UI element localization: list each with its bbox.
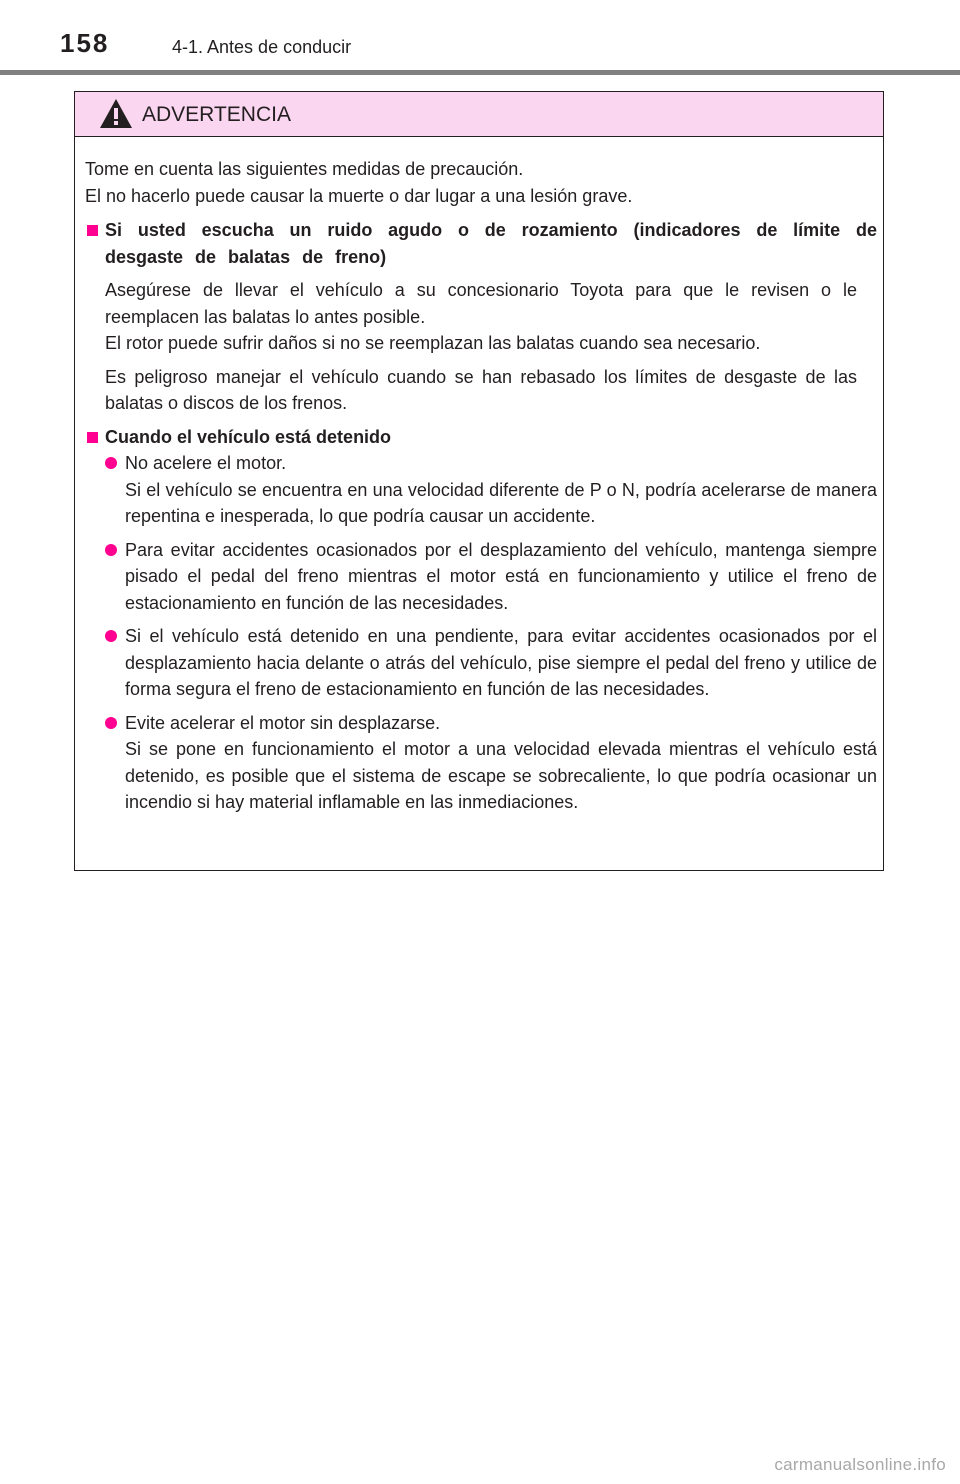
warning-header: ADVERTENCIA bbox=[75, 92, 883, 137]
warning-intro: Tome en cuenta las siguientes medidas de… bbox=[85, 156, 877, 209]
list-item: Evite acelerar el motor sin desplazarse.… bbox=[85, 710, 877, 816]
paragraph: El rotor puede sufrir daños si no se ree… bbox=[105, 333, 761, 353]
square-bullet-icon bbox=[87, 431, 98, 443]
warning-title: ADVERTENCIA bbox=[142, 103, 291, 126]
warning-body: Tome en cuenta las siguientes medidas de… bbox=[85, 156, 877, 816]
round-bullet-icon bbox=[105, 457, 117, 469]
watermark: carmanualsonline.info bbox=[774, 1455, 946, 1474]
intro-line: El no hacerlo puede causar la muerte o d… bbox=[85, 185, 633, 206]
round-bullet-icon bbox=[105, 716, 117, 729]
page-header: 158 4-1. Antes de conducir bbox=[0, 0, 960, 76]
warning-triangle-icon bbox=[100, 99, 132, 128]
paragraph: Asegúrese de llevar el vehículo a su con… bbox=[105, 280, 857, 327]
paragraph: Es peligroso manejar el vehículo cuando … bbox=[105, 366, 857, 414]
intro-line: Tome en cuenta las siguientes medidas de… bbox=[85, 159, 524, 179]
header-divider bbox=[0, 70, 960, 75]
square-bullet-icon bbox=[87, 225, 98, 236]
round-bullet-icon bbox=[105, 543, 117, 556]
list-item: No acelere el motor. Si el vehículo se e… bbox=[85, 450, 877, 530]
list-item: Si el vehículo está detenido en una pend… bbox=[85, 623, 877, 703]
round-bullet-icon bbox=[105, 630, 117, 642]
section-title: 4-1. Antes de conducir bbox=[172, 37, 352, 57]
section-heading-stopped: Cuando el vehículo está detenido bbox=[85, 424, 877, 451]
warning-box: ADVERTENCIA Tome en cuenta las siguiente… bbox=[74, 91, 884, 871]
section-heading-brake-wear: Si usted escucha un ruido agudo o de roz… bbox=[85, 217, 877, 270]
page-number: 158 bbox=[60, 28, 110, 58]
list-item: Para evitar accidentes ocasionados por e… bbox=[85, 537, 877, 617]
